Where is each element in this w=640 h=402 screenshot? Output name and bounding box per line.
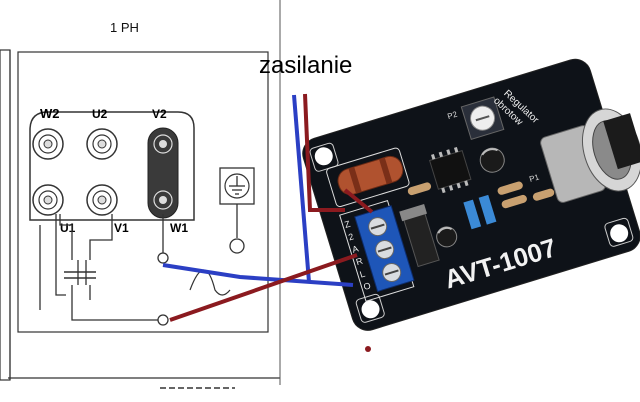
terminal-u1: [32, 184, 64, 216]
live-wire: [303, 93, 345, 212]
connector-mark-3: R: [355, 256, 365, 268]
stray-dot: [365, 346, 371, 352]
connector-mark-0: Z: [343, 219, 352, 230]
connector-mark-1: 2: [347, 231, 355, 242]
screw-terminal: [354, 205, 415, 293]
terminal-w1: [153, 190, 173, 210]
terminal-v2: [147, 127, 179, 219]
terminal-connection-bottom: [157, 314, 169, 326]
power-supply-label: zasilanie: [259, 52, 353, 79]
terminal-label-u2: U2: [92, 107, 108, 121]
terminal-label-w2: W2: [40, 106, 60, 121]
avt-1007-board: Z 2 A R L O P2 P1: [302, 58, 640, 331]
neutral-wire: [292, 94, 311, 283]
terminal-label-w1: W1: [170, 221, 188, 235]
neutral-wire-to-motor: [162, 263, 354, 287]
live-wire-to-motor: [169, 253, 358, 322]
terminal-label-u1: U1: [60, 221, 76, 235]
capacitor-icon: [64, 271, 96, 279]
sheet-frame: [0, 49, 11, 381]
diagram-frame: [17, 51, 269, 333]
part-label-p1: P1: [528, 172, 541, 184]
terminal-connection-top: [157, 252, 169, 264]
connector-mark-5: O: [362, 280, 372, 292]
terminal-v1: [86, 184, 118, 216]
connector-mark-4: L: [359, 269, 367, 280]
terminal-w2: [32, 128, 64, 160]
earth-ground-icon: [219, 167, 255, 254]
part-label-p2: P2: [446, 110, 459, 122]
live-wire-terminal-link: [343, 188, 374, 214]
phase-label: 1 PH: [110, 20, 139, 35]
potentiometer-knob-icon: [540, 108, 640, 203]
terminal-label-v1: V1: [114, 221, 129, 235]
terminal-label-v2: V2: [152, 107, 167, 121]
connector-mark-2: A: [351, 243, 360, 254]
terminal-block: [29, 111, 195, 221]
terminal-u2: [86, 128, 118, 160]
